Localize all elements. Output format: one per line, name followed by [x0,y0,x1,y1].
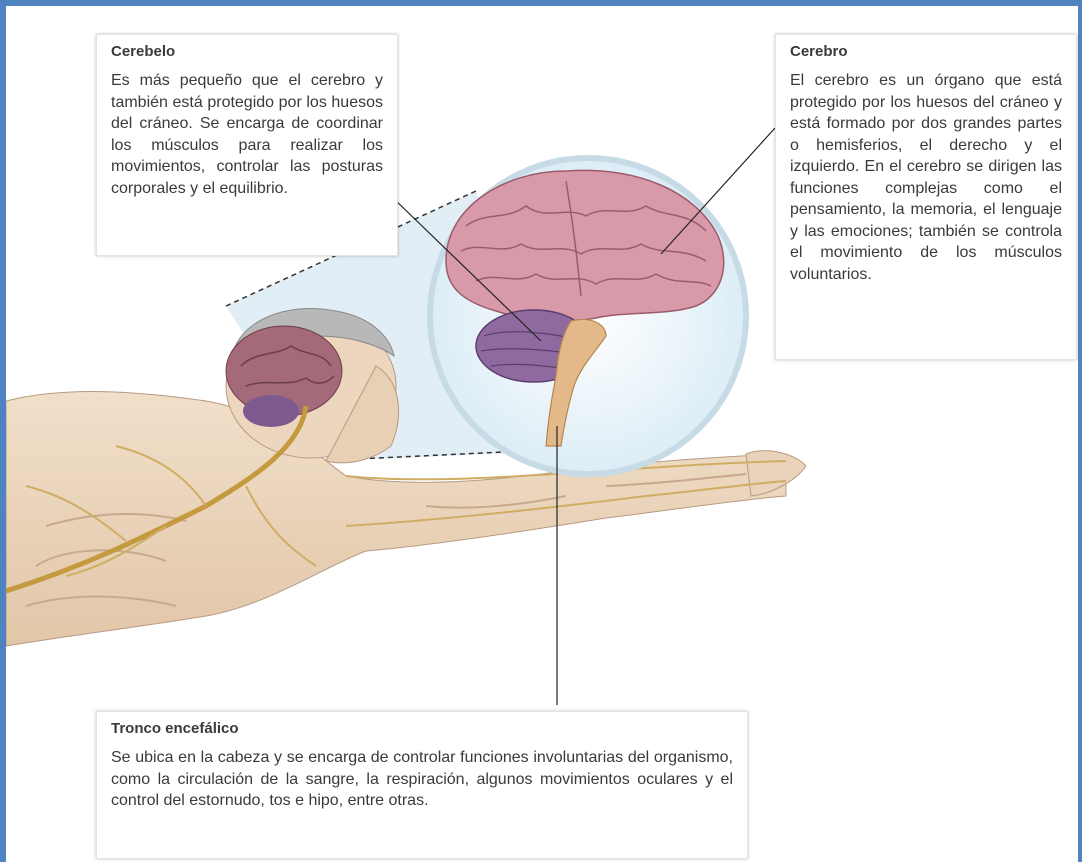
callout-cerebelo-title: Cerebelo [111,43,383,60]
callout-tronco-encefalico: Tronco encefálico Se ubica en la cabeza … [96,711,748,859]
brain-closeup [430,158,746,474]
callout-cerebelo-text: Es más pequeño que el cerebro y también … [111,70,383,199]
callout-tronco-text: Se ubica en la cabeza y se encarga de co… [111,747,733,812]
callout-tronco-title: Tronco encefálico [111,720,733,737]
callout-cerebro-text: El cerebro es un órgano que está protegi… [790,70,1062,285]
callout-cerebro: Cerebro El cerebro es un órgano que está… [775,34,1077,360]
callout-cerebelo: Cerebelo Es más pequeño que el cerebro y… [96,34,398,256]
callout-cerebro-title: Cerebro [790,43,1062,60]
